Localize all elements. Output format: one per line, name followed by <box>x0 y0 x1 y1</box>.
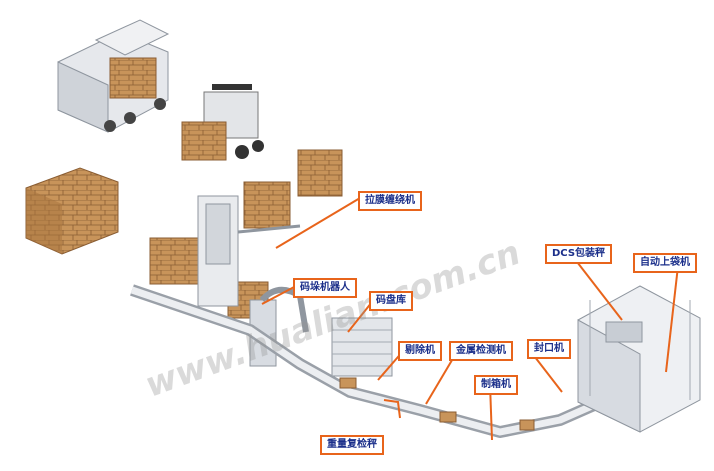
label-reject-machine: 剔除机 <box>398 341 442 361</box>
label-weight-checker: 重量复检秤 <box>320 435 384 455</box>
packaging-tower <box>578 286 700 432</box>
label-pallet-dispenser: 码盘库 <box>369 291 413 311</box>
box-stock <box>26 168 118 254</box>
label-sealing-machine: 封口机 <box>527 339 571 359</box>
truck <box>58 20 168 132</box>
label-auto-bag-loader: 自动上袋机 <box>633 253 697 273</box>
label-palletizing-robot: 码垛机器人 <box>293 278 357 298</box>
label-wrapping-machine: 拉膜缠绕机 <box>358 191 422 211</box>
label-box-former: 制箱机 <box>474 375 518 395</box>
label-dcs-scale: DCS包装秤 <box>545 244 612 264</box>
label-metal-detector: 金属检测机 <box>449 341 513 361</box>
forklift <box>182 84 264 160</box>
